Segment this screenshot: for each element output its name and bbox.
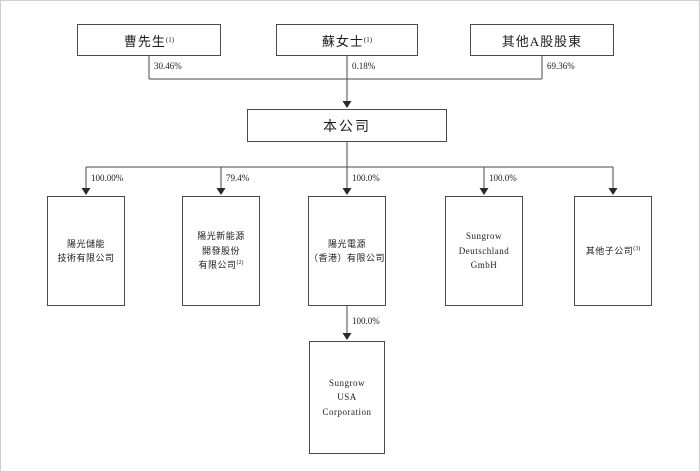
footnote-marker: (2)	[236, 260, 244, 267]
subsidiary-box-sungrow-deutschland: Sungrow Deutschland GmbH	[445, 196, 523, 306]
ownership-percent-sungrow-hk: 100.0%	[352, 173, 380, 183]
company-box: 本公司	[247, 109, 447, 142]
arrow-down-icon	[342, 333, 352, 340]
ownership-percent-sungrow-deutschland: 100.0%	[489, 173, 517, 183]
ownership-percent-sungrow-usa: 100.0%	[352, 316, 380, 326]
footnote-marker: (1)	[363, 36, 373, 44]
arrow-down-icon	[342, 101, 352, 108]
shareholder-box-su: 蘇女士(1)	[276, 24, 418, 56]
subsidiary-box-sungrow-new-energy: 陽光新能源 開發股份 有限公司(2)	[182, 196, 260, 306]
shareholder-name: 蘇女士	[321, 33, 364, 49]
company-name: 本公司	[323, 119, 371, 135]
shareholder-name: 其他A股股東	[501, 33, 583, 49]
subsidiary-connectors	[85, 142, 614, 334]
arrow-down-icons	[81, 101, 618, 340]
arrow-down-icon	[81, 188, 91, 195]
subsidiary-name: 陽光儲能 技術有限公司	[57, 238, 115, 263]
shareholder-box-other-a-shareholders: 其他A股股東	[470, 24, 614, 56]
subsidiary-name: 其他子公司	[585, 245, 634, 256]
subsidiary-name: 陽光電源 （香港）有限公司	[309, 238, 386, 263]
shareholder-box-cao: 曹先生(1)	[77, 24, 221, 56]
top-connectors	[148, 56, 543, 102]
arrow-down-icon	[608, 188, 618, 195]
ownership-percent-cao: 30.46%	[154, 61, 182, 71]
shareholder-name: 曹先生	[123, 33, 166, 49]
ownership-percent-su: 0.18%	[352, 61, 376, 71]
ownership-percent-sungrow-new-energy: 79.4%	[226, 173, 250, 183]
arrow-down-icon	[479, 188, 489, 195]
arrow-down-icon	[216, 188, 226, 195]
subsidiary-name: Sungrow USA Corporation	[322, 377, 372, 417]
subsidiary-box-sungrow-storage: 陽光儲能 技術有限公司	[47, 196, 125, 306]
ownership-percent-sungrow-storage: 100.00%	[91, 173, 124, 183]
subsidiary-name: 陽光新能源 開發股份 有限公司	[197, 231, 245, 271]
footnote-marker: (1)	[165, 36, 175, 44]
subsidiary-box-sungrow-usa: Sungrow USA Corporation	[309, 341, 385, 454]
subsidiary-name: Sungrow Deutschland GmbH	[458, 231, 510, 271]
arrow-down-icon	[342, 188, 352, 195]
subsidiary-box-other-subsidiaries: 其他子公司(3)	[574, 196, 652, 306]
footnote-marker: (3)	[633, 245, 641, 252]
subsidiary-box-sungrow-hk: 陽光電源 （香港）有限公司	[308, 196, 386, 306]
ownership-percent-other-a-shareholders: 69.36%	[547, 61, 575, 71]
